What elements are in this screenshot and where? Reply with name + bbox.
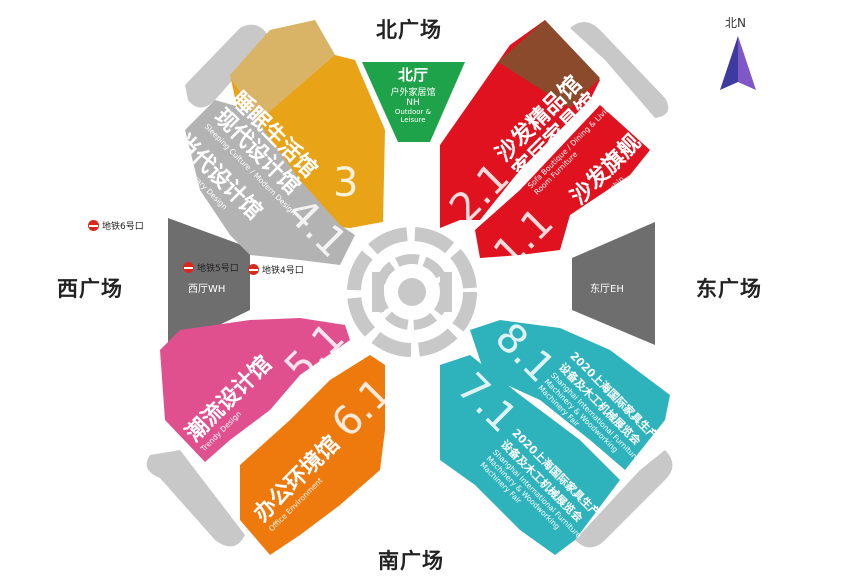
east-plaza-label: 东广场 <box>696 277 762 301</box>
west-hall-shape <box>168 218 250 350</box>
north-hall-title: 北厅 <box>397 66 428 84</box>
hall-3-number: 3 <box>333 160 359 206</box>
east-hall-label: 东厅EH <box>590 284 624 295</box>
north-hall-subtitle: 户外家居馆 <box>390 88 436 98</box>
metro-exit-6-label: 地铁6号口 <box>102 222 144 232</box>
hall-6-1-shape[interactable] <box>240 355 385 555</box>
hall-8-1-shape[interactable] <box>470 320 670 470</box>
metro-icon <box>248 264 259 275</box>
compass-arrow-icon <box>720 36 738 90</box>
central-hub <box>347 227 477 357</box>
compass-arrow-icon-right <box>738 36 756 90</box>
hall-3-top-shape <box>228 20 335 120</box>
north-hall-label[interactable]: 北厅 户外家居馆 NH Outdoor & Leisure <box>378 64 448 124</box>
north-hall-en1: Outdoor & <box>394 108 432 116</box>
south-plaza-label: 南广场 <box>378 549 444 573</box>
metro-exit-4-label: 地铁4号口 <box>262 266 304 276</box>
plaza-lobe-se <box>575 450 673 548</box>
plaza-lobe-sw <box>146 450 245 547</box>
hall-5-1-shape[interactable] <box>160 318 350 462</box>
metro-icon <box>88 220 99 231</box>
plaza-lobe-ne <box>570 21 669 118</box>
north-hall-code: NH <box>406 98 420 108</box>
metro-exit-5-label: 地铁5号口 <box>197 264 239 274</box>
west-hall-label: 西厅WH <box>188 284 226 295</box>
metro-exit-5[interactable]: 地铁5号口 <box>183 261 239 274</box>
metro-exit-4[interactable]: 地铁4号口 <box>248 263 304 276</box>
plaza-lobe-nw <box>185 24 270 108</box>
metro-icon <box>183 262 194 273</box>
hall-1-1-shape[interactable] <box>475 105 650 258</box>
north-hall-shape <box>362 62 465 142</box>
hall-7-1-shape[interactable] <box>440 355 620 555</box>
west-plaza-label: 西广场 <box>57 277 123 301</box>
compass-label: 北N <box>725 16 746 30</box>
metro-exit-6[interactable]: 地铁6号口 <box>88 219 144 232</box>
north-plaza-label: 北广场 <box>376 18 442 42</box>
north-hall-en2: Leisure <box>400 116 426 124</box>
hall-2-1-top-shape <box>498 20 600 108</box>
east-hall-shape <box>572 222 655 345</box>
hall-4-1-shape[interactable] <box>185 100 355 265</box>
